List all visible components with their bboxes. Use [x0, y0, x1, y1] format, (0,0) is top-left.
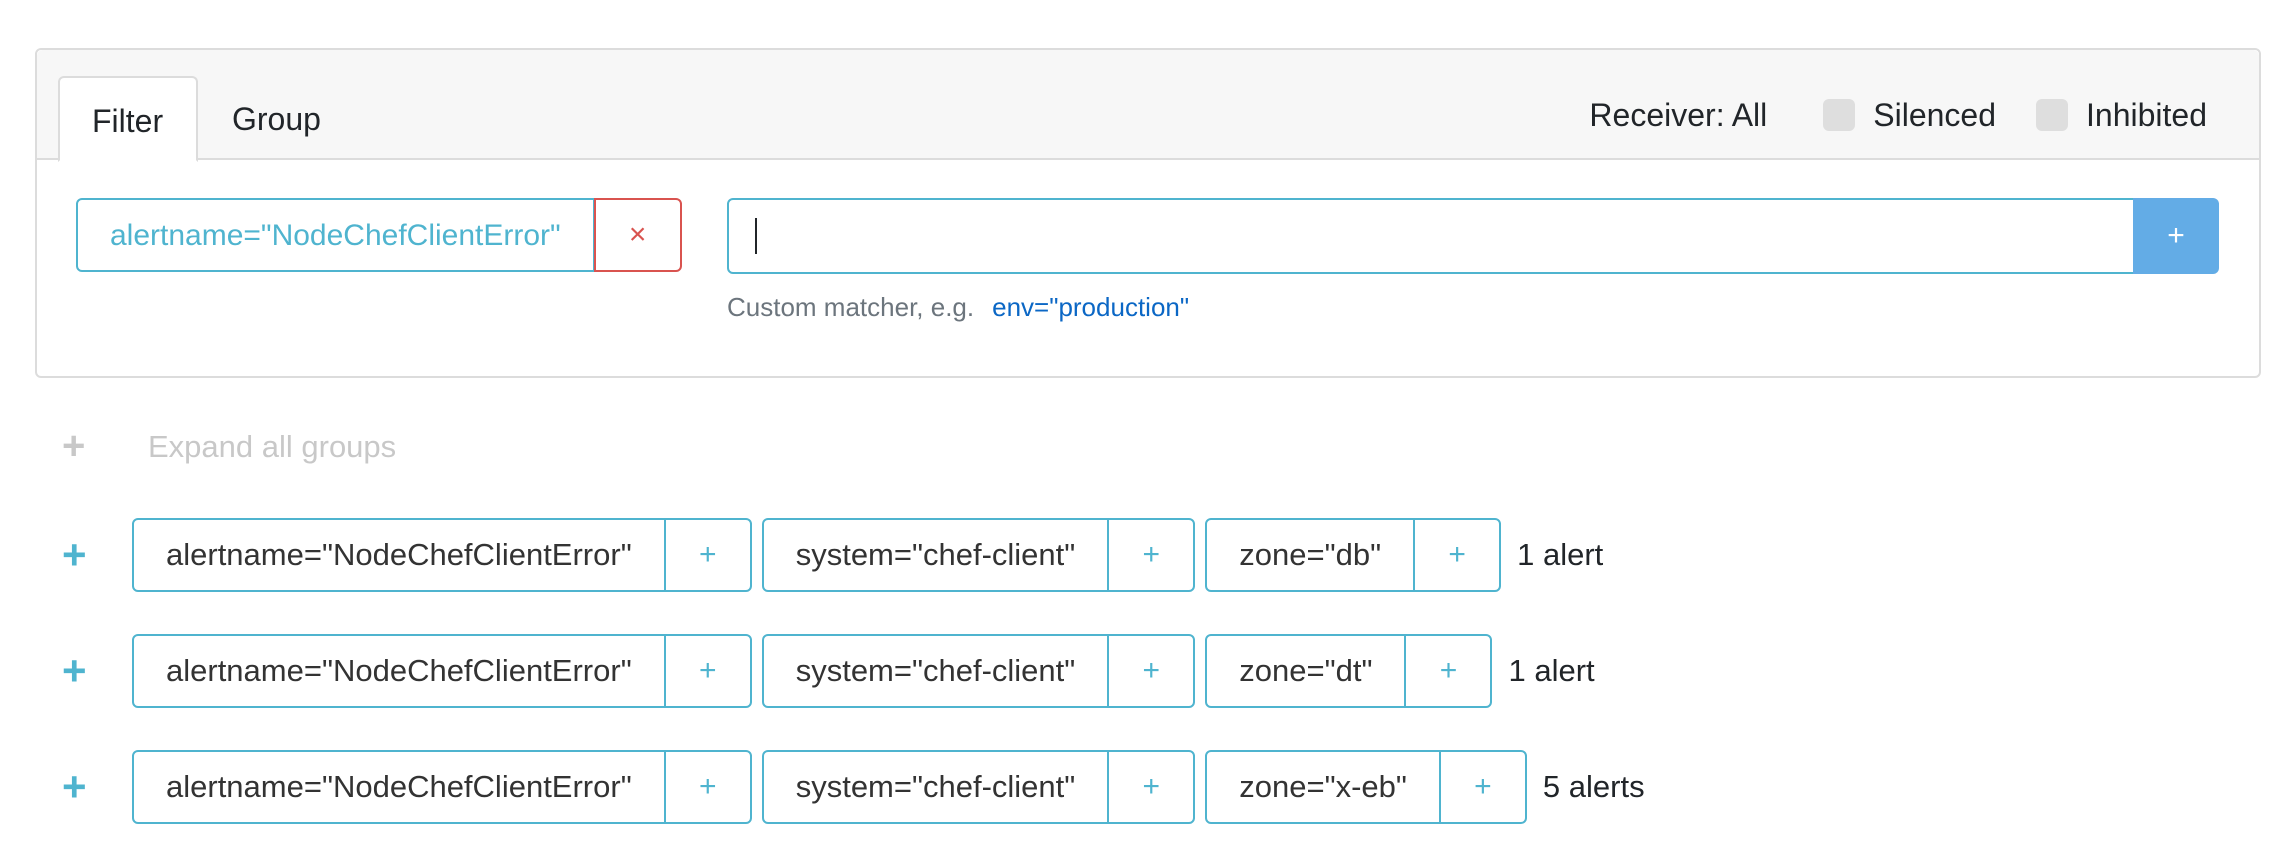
group-label-text[interactable]: alertname="NodeChefClientError": [134, 520, 666, 590]
add-label-filter-button[interactable]: +: [698, 770, 717, 803]
expand-group-plus-icon[interactable]: +: [62, 647, 87, 694]
inhibited-toggle[interactable]: Inhibited: [2036, 97, 2207, 134]
header-controls: Receiver: All Silenced Inhibited: [1589, 90, 2207, 140]
filter-card-header: Filter Group Receiver: All Silenced Inhi…: [37, 50, 2259, 162]
matcher-hint-example[interactable]: env="production": [992, 292, 1190, 322]
expand-all-label: Expand all groups: [148, 428, 397, 464]
group-label-text[interactable]: zone="db": [1207, 520, 1416, 590]
expand-group-plus-icon[interactable]: +: [62, 763, 87, 810]
add-label-filter-button[interactable]: +: [1474, 770, 1492, 803]
active-filter-text[interactable]: alertname="NodeChefClientError": [76, 198, 595, 272]
add-label-filter-button[interactable]: +: [698, 538, 717, 571]
add-label-filter-button[interactable]: +: [1142, 538, 1161, 571]
group-label-chip: alertname="NodeChefClientError" +: [132, 750, 752, 824]
add-label-filter-button[interactable]: +: [1448, 538, 1466, 571]
alert-count: 1 alert: [1517, 537, 1604, 572]
tab-group[interactable]: Group: [232, 101, 321, 137]
alert-count: 1 alert: [1508, 653, 1595, 688]
silenced-toggle[interactable]: Silenced: [1823, 97, 1996, 134]
remove-filter-button[interactable]: ×: [593, 198, 682, 272]
add-label-filter-button[interactable]: +: [698, 654, 717, 687]
expand-group-plus-icon[interactable]: +: [62, 531, 87, 578]
add-matcher-button[interactable]: +: [2133, 198, 2219, 274]
group-label-chip: system="chef-client" +: [761, 634, 1196, 708]
add-label-filter-button[interactable]: +: [1142, 770, 1161, 803]
add-label-filter-button[interactable]: +: [1142, 654, 1161, 687]
receiver-select[interactable]: Receiver: All: [1589, 96, 1768, 133]
active-filter-chip: alertname="NodeChefClientError" ×: [76, 198, 682, 272]
silenced-label: Silenced: [1873, 96, 1997, 133]
group-label-text[interactable]: system="chef-client": [764, 520, 1110, 590]
group-label-text[interactable]: alertname="NodeChefClientError": [134, 636, 666, 706]
group-label-text[interactable]: zone="dt": [1207, 636, 1407, 706]
group-label-chip: zone="db" +: [1205, 518, 1502, 592]
matcher-hint-text: Custom matcher, e.g.: [727, 292, 975, 322]
group-label-chip: alertname="NodeChefClientError" +: [132, 518, 752, 592]
expand-all-groups[interactable]: + Expand all groups: [62, 424, 396, 469]
group-label-chip: system="chef-client" +: [761, 518, 1196, 592]
alert-count: 5 alerts: [1542, 769, 1645, 804]
group-label-chip: zone="dt" +: [1205, 634, 1493, 708]
custom-matcher-input[interactable]: [727, 198, 2135, 274]
text-caret: [755, 218, 757, 254]
add-label-filter-button[interactable]: +: [1439, 654, 1458, 687]
group-label-chip: alertname="NodeChefClientError" +: [132, 634, 752, 708]
alert-group-row: + alertname="NodeChefClientError" + syst…: [62, 634, 1595, 708]
alert-group-row: + alertname="NodeChefClientError" + syst…: [62, 750, 1645, 824]
group-label-chip: system="chef-client" +: [761, 750, 1196, 824]
group-label-text[interactable]: system="chef-client": [764, 752, 1110, 822]
group-label-chip: zone="x-eb" +: [1205, 750, 1527, 824]
matcher-hint: Custom matcher, e.g. env="production": [727, 292, 1189, 323]
group-label-text[interactable]: system="chef-client": [764, 636, 1110, 706]
inhibited-checkbox[interactable]: [2036, 99, 2069, 131]
tab-filter[interactable]: Filter: [58, 76, 198, 162]
group-label-text[interactable]: zone="x-eb": [1207, 752, 1441, 822]
silenced-checkbox[interactable]: [1823, 99, 1856, 131]
expand-all-plus-icon: +: [62, 424, 86, 468]
group-label-text[interactable]: alertname="NodeChefClientError": [134, 752, 666, 822]
inhibited-label: Inhibited: [2086, 96, 2207, 133]
alert-group-row: + alertname="NodeChefClientError" + syst…: [62, 518, 1603, 592]
